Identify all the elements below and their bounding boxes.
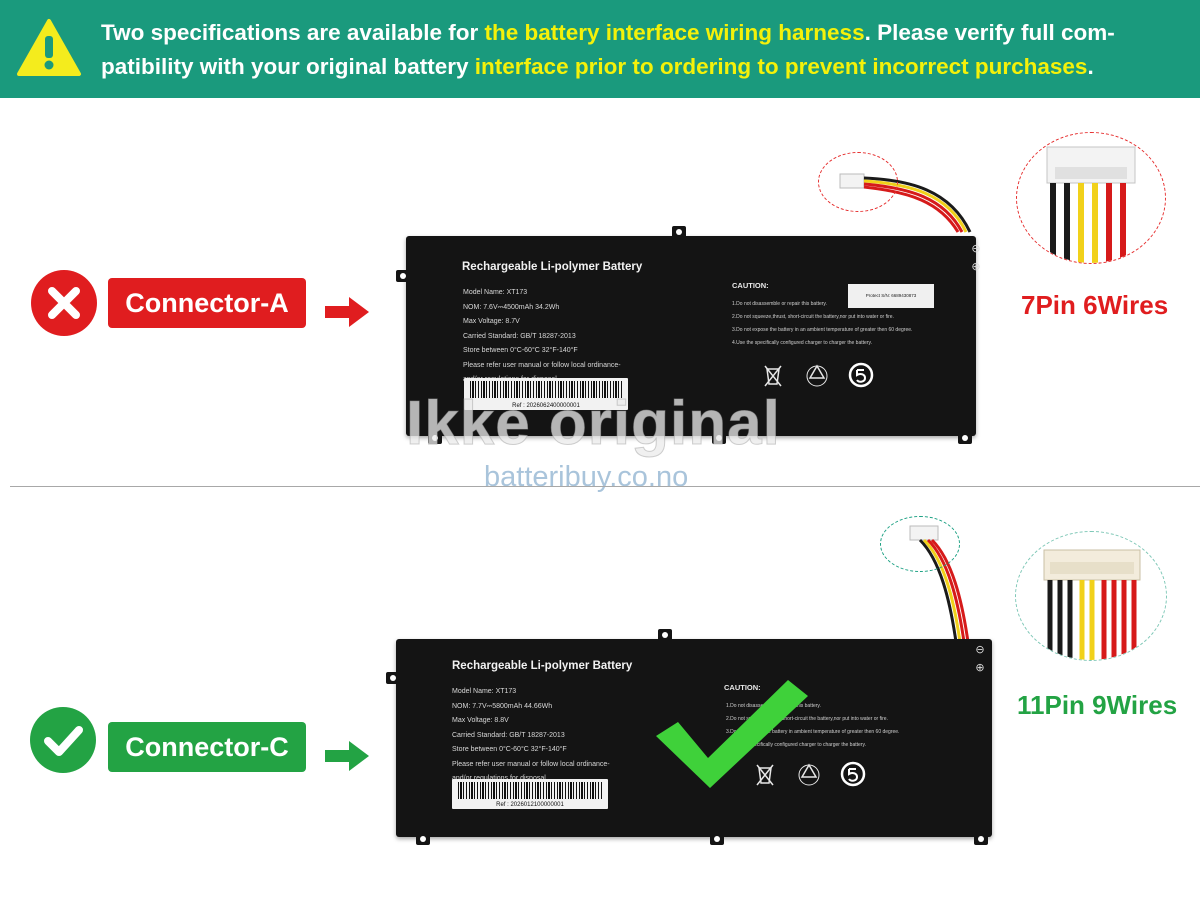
correct-status-badge — [30, 707, 96, 773]
minus-icon: ⊖ — [971, 243, 981, 255]
spec-line: Model Name: XT173 — [463, 289, 528, 296]
battery-tab — [672, 226, 686, 238]
battery-tab — [386, 672, 400, 684]
warning-triangle-icon — [17, 19, 81, 76]
spec-line: NOM: 7.6V⎓4500mAh 34.2Wh — [463, 303, 560, 311]
warning-banner: Two specifications are available for the… — [0, 0, 1200, 98]
battery-tab — [712, 432, 726, 444]
check-icon — [44, 726, 83, 756]
watermark-text: Ikke original — [406, 389, 781, 459]
caution-line: 4.Use the specifically configured charge… — [726, 742, 866, 748]
battery-a-title: Rechargeable Li-polymer Battery — [462, 261, 643, 273]
recycle-icon — [796, 761, 822, 787]
battery-c-title: Rechargeable Li-polymer Battery — [452, 660, 633, 672]
caution-line: 2.Do not squeeze,thrust, short-circuit t… — [726, 716, 888, 722]
caution-line: 1.Do not disassemble or repair this batt… — [732, 301, 827, 307]
crossed-bin-icon — [760, 362, 786, 388]
arrow-right-icon — [325, 741, 369, 771]
connector-a-pin-label: 7Pin 6Wires — [1021, 290, 1169, 320]
battery-tab — [958, 432, 972, 444]
watermark-domain: batteribuy.co.no — [484, 461, 689, 493]
battery-c-specs: Model Name: XT173 NOM: 7.7V⎓5800mAh 44.6… — [452, 685, 652, 787]
connector-7pin-icon — [1046, 146, 1136, 263]
connector-11pin-icon — [1043, 549, 1141, 660]
banner-text-3: . — [1087, 54, 1094, 79]
connector-a-label: Connector-A — [108, 278, 306, 328]
banner-highlight-1: the battery interface wiring harness — [484, 20, 865, 45]
large-check-icon — [656, 680, 808, 788]
connector-c-highlight-circle — [880, 516, 960, 572]
battery-c-ref: Ref : 2026012100000001 — [496, 802, 564, 808]
spec-line: Store between 0°C-60°C 32°F-140°F — [463, 347, 578, 354]
battery-c-caution-title: CAUTION: — [724, 683, 761, 692]
cross-icon — [48, 287, 80, 319]
connector-a-zoom — [1016, 132, 1166, 264]
spec-line: NOM: 7.7V⎓5800mAh 44.66Wh — [452, 702, 553, 710]
connector-c-pin-label: 11Pin 9Wires — [1017, 690, 1178, 720]
caution-line: 4.Use the specifically configured charge… — [732, 340, 872, 346]
battery-c: Rechargeable Li-polymer Battery Model Na… — [396, 639, 992, 837]
banner-message: Two specifications are available for the… — [101, 16, 1191, 84]
barcode-icon — [470, 381, 622, 398]
battery-a-terminal-marks: ⊖ ⊕ — [970, 240, 982, 276]
recycle-5-icon — [848, 362, 874, 388]
connector-c-zoom — [1015, 531, 1167, 661]
spec-line: Carried Standard: GB/T 18287-2013 — [463, 332, 576, 340]
plus-icon: ⊕ — [975, 662, 985, 674]
spec-line: Store between 0°C-60°C 32°F-140°F — [452, 746, 567, 753]
section-divider — [10, 486, 1200, 487]
caution-line: 3.Do not expose the battery in ambient t… — [726, 729, 900, 735]
battery-tab — [658, 629, 672, 641]
spec-line: Model Name: XT173 — [452, 688, 517, 695]
spec-line: Max Voltage: 8.7V — [463, 318, 520, 325]
battery-a-symbols — [760, 362, 874, 388]
battery-tab — [974, 833, 988, 845]
recycle-5-icon — [840, 761, 866, 787]
spec-line: Please refer user manual or follow local… — [452, 760, 610, 768]
battery-c-symbols — [752, 761, 866, 787]
battery-tab — [396, 270, 410, 282]
incorrect-status-badge — [31, 270, 97, 336]
battery-a-specs: Model Name: XT173 NOM: 7.6V⎓4500mAh 34.2… — [463, 286, 663, 388]
battery-a-caution-lines: 1.Do not disassemble or repair this batt… — [732, 298, 962, 350]
plus-icon: ⊕ — [971, 261, 981, 273]
connector-a-highlight-circle — [818, 152, 898, 212]
caution-line: 2.Do not squeeze,thrust, short-circuit t… — [732, 314, 894, 320]
recycle-icon — [804, 362, 830, 388]
spec-line: Max Voltage: 8.8V — [452, 717, 509, 724]
battery-a-serial-label: Protect S/N: 6689430873 — [848, 284, 934, 308]
battery-tab — [428, 432, 442, 444]
battery-a-barcode: Ref : 2026062400000001 — [464, 378, 628, 410]
battery-c-barcode: Ref : 2026012100000001 — [452, 779, 608, 809]
banner-text-2: . Please verify full com-patibility with… — [101, 20, 1115, 79]
banner-highlight-2: interface prior to ordering to prevent i… — [474, 54, 1088, 79]
spec-line: Carried Standard: GB/T 18287-2013 — [452, 731, 565, 739]
battery-a-ref: Ref : 2026062400000001 — [512, 403, 580, 409]
barcode-icon — [458, 782, 602, 799]
connector-c-label: Connector-C — [108, 722, 306, 772]
battery-a-caution-title: CAUTION: — [732, 281, 769, 290]
battery-a: Rechargeable Li-polymer Battery Model Na… — [406, 236, 976, 436]
minus-icon: ⊖ — [975, 644, 985, 656]
spec-line: and/or regulations for disposal — [452, 772, 652, 787]
battery-c-terminal-marks: ⊖ ⊕ — [974, 641, 986, 677]
crossed-bin-icon — [752, 761, 778, 787]
caution-line: 3.Do not expose the battery in an ambien… — [732, 327, 913, 333]
spec-line: Please refer user manual or follow local… — [463, 361, 621, 369]
arrow-right-icon — [325, 297, 369, 327]
battery-tab — [416, 833, 430, 845]
banner-text-1: Two specifications are available for — [101, 20, 485, 45]
battery-tab — [710, 833, 724, 845]
